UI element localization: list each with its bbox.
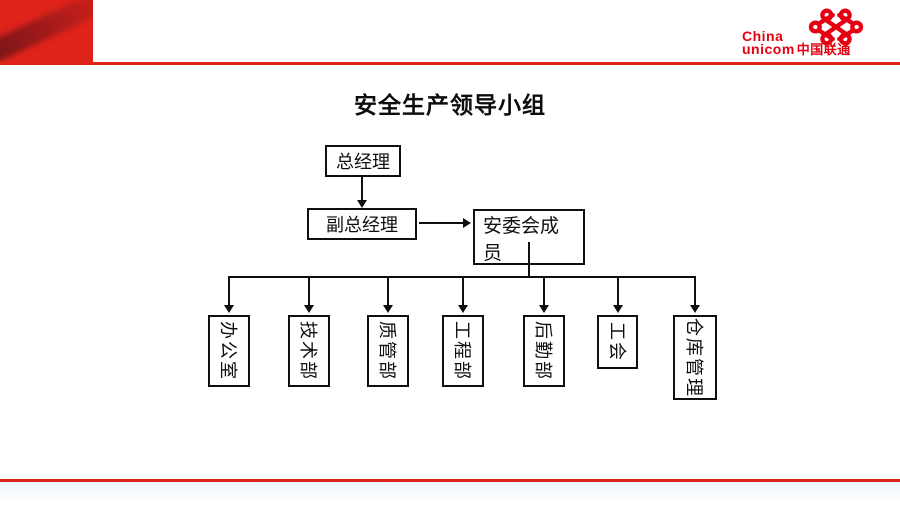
org-box-label: 安委会成员 (483, 216, 560, 264)
arrowhead-down-icon (613, 305, 623, 313)
arrowhead-down-icon (383, 305, 393, 313)
org-box-label: 工会 (606, 322, 627, 362)
org-box-label: 副总经理 (326, 215, 398, 235)
arrowhead-down-icon (539, 305, 549, 313)
connector-drop-3 (387, 276, 389, 306)
connector-drop-4 (462, 276, 464, 306)
header-corner-graphic (0, 0, 93, 63)
header-divider-line (0, 62, 900, 65)
logo-wordmark: China unicom 中国联通 (742, 28, 851, 57)
arrowhead-down-icon (690, 305, 700, 313)
arrowhead-down-icon (357, 200, 367, 208)
org-box-label: 质管部 (377, 321, 397, 381)
org-box-label: 后勤部 (533, 321, 553, 381)
connector-drop-7 (694, 276, 696, 306)
arrowhead-right-icon (463, 218, 471, 228)
org-box-label: 技术部 (298, 321, 318, 381)
china-unicom-logo: China unicom 中国联通 (740, 8, 892, 60)
unicom-knot-icon (808, 8, 864, 46)
connector-committee-stem (528, 242, 530, 278)
connector-drop-6 (617, 276, 619, 306)
org-box-logistics-dept: 后勤部 (523, 315, 565, 387)
org-box-deputy-general-manager: 副总经理 (307, 208, 417, 240)
logo-line1: China (742, 28, 784, 44)
slide-title: 安全生产领导小组 (354, 92, 546, 118)
org-box-labor-union: 工会 (597, 315, 638, 369)
connector-drop-2 (308, 276, 310, 306)
connector-deputy-to-committee (419, 222, 465, 224)
arrowhead-down-icon (458, 305, 468, 313)
org-box-label: 总经理 (336, 152, 390, 172)
org-box-office: 办公室 (208, 315, 250, 387)
logo-line2: unicom (742, 40, 795, 57)
arrowhead-down-icon (224, 305, 234, 313)
org-box-technical-dept: 技术部 (288, 315, 330, 387)
corner-swoosh-decoration (0, 0, 93, 63)
org-box-warehouse-management: 仓库管理 (673, 315, 717, 400)
footer-strip (0, 482, 900, 506)
org-box-general-manager: 总经理 (325, 145, 401, 177)
org-box-label: 工程部 (452, 321, 472, 381)
footer-divider-line (0, 479, 900, 482)
logo-chinese-name: 中国联通 (796, 41, 851, 57)
org-box-label: 仓库管理 (684, 317, 704, 398)
org-box-quality-dept: 质管部 (367, 315, 409, 387)
connector-drop-1 (228, 276, 230, 306)
connector-drop-5 (543, 276, 545, 306)
org-box-label: 办公室 (218, 321, 238, 381)
arrowhead-down-icon (304, 305, 314, 313)
connector-gm-to-deputy (361, 177, 363, 202)
org-box-engineering-dept: 工程部 (442, 315, 484, 387)
